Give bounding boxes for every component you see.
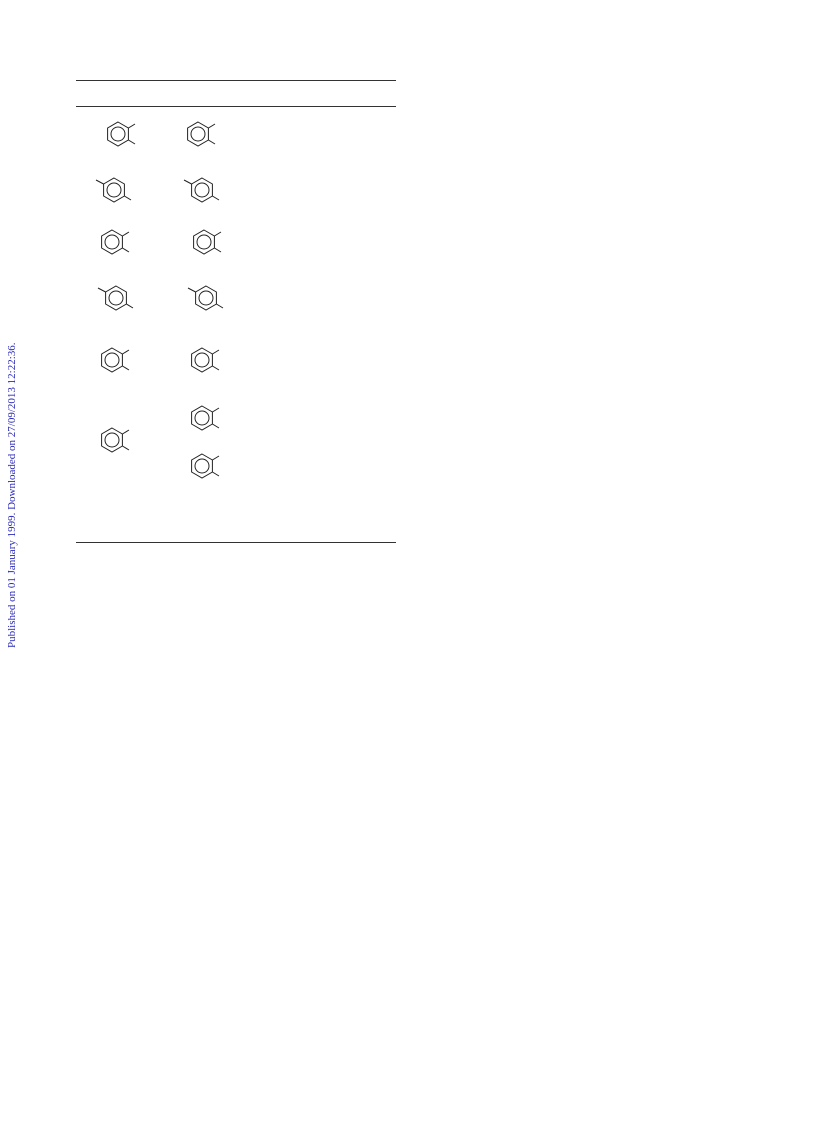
table-bottom-rule	[76, 542, 396, 543]
para-benzene-structure-icon	[97, 285, 134, 311]
publication-note: Published on 01 January 1999. Downloaded…	[6, 342, 18, 648]
table-top-rule	[76, 80, 396, 81]
para-benzene-structure-icon	[95, 177, 132, 203]
ortho-benzene-structure-icon	[191, 453, 220, 479]
ortho-benzene-structure-icon	[107, 121, 136, 147]
ortho-benzene-structure-icon	[101, 229, 130, 255]
para-benzene-structure-icon	[183, 177, 220, 203]
ortho-benzene-structure-icon	[193, 229, 222, 255]
ortho-benzene-structure-icon	[101, 347, 130, 373]
ortho-benzene-structure-icon	[191, 347, 220, 373]
ortho-benzene-structure-icon	[101, 427, 130, 453]
ortho-benzene-structure-icon	[191, 405, 220, 431]
ortho-benzene-structure-icon	[187, 121, 216, 147]
table-header-rule	[76, 106, 396, 107]
para-benzene-structure-icon	[187, 285, 224, 311]
